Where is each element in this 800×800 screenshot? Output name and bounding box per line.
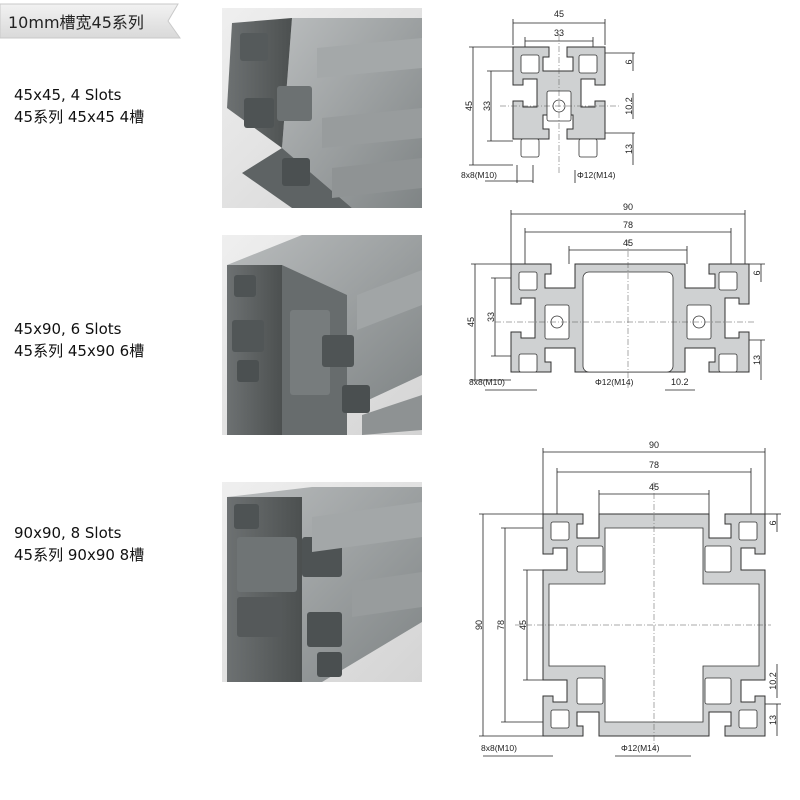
dim-center: 10.2 (671, 377, 689, 387)
dim-78-vertical: 78 (496, 620, 506, 630)
dim-slot-note: 8x8(M10) (469, 377, 505, 387)
dim-slot-note: 8x8(M10) (461, 170, 497, 180)
profile-label-45x45: 45x45, 4 Slots 45系列 45x45 4槽 (14, 84, 144, 128)
dim-inner-height: 33 (482, 101, 492, 111)
profile-label-90x90: 90x90, 8 Slots 45系列 90x90 8槽 (14, 522, 144, 566)
dim-height: 90 (474, 620, 484, 630)
dim-inner-width: 33 (554, 28, 564, 38)
dim-hole-note: Φ12(M14) (621, 743, 660, 753)
dim-slot-note: 8x8(M10) (481, 743, 517, 753)
profile-label-cn: 45系列 90x90 8槽 (14, 546, 145, 564)
dim-edge: 13 (752, 355, 762, 365)
dim-center: 10.2 (624, 97, 634, 115)
dim-height: 45 (466, 317, 476, 327)
dim-slot-depth: 6 (768, 520, 778, 525)
profile-label-en: 90x90, 8 Slots (14, 524, 122, 542)
dim-width: 90 (623, 202, 633, 212)
dim-center: 10.2 (768, 672, 778, 690)
dim-hole-note: Φ12(M14) (577, 170, 616, 180)
dim-slot-depth: 6 (752, 270, 762, 275)
profile-label-en: 45x90, 6 Slots (14, 320, 122, 338)
profile-label-45x90: 45x90, 6 Slots 45系列 45x90 6槽 (14, 318, 144, 362)
dim-45-vertical: 45 (518, 620, 528, 630)
drawing-45x90: 90 78 45 45 33 6 13 8x8(M10) Φ12(M14) 10… (455, 200, 785, 400)
profile-photo-45x45 (222, 8, 422, 208)
dim-78: 78 (623, 220, 633, 230)
series-header-tag: 10mm槽宽45系列 (0, 0, 185, 40)
dim-slot-depth: 6 (624, 59, 634, 64)
drawing-45x45: 45 33 45 33 6 10.2 13 8x8(M10) Φ12(M14) (455, 5, 645, 195)
dim-height: 45 (464, 101, 474, 111)
profile-photo-45x90 (222, 235, 422, 435)
dim-width: 45 (554, 9, 564, 19)
dim-width: 90 (649, 440, 659, 450)
dim-inner-height: 33 (486, 312, 496, 322)
dim-45: 45 (649, 482, 659, 492)
profile-label-cn: 45系列 45x90 6槽 (14, 342, 145, 360)
dim-hole-note: Φ12(M14) (595, 377, 634, 387)
profile-label-en: 45x45, 4 Slots (14, 86, 122, 104)
profile-label-cn: 45系列 45x45 4槽 (14, 108, 145, 126)
drawing-90x90: 90 78 45 90 78 45 6 10.2 13 8x8(M10) Φ12… (455, 438, 785, 773)
series-title: 10mm槽宽45系列 (8, 13, 144, 32)
dim-edge: 13 (768, 715, 778, 725)
dim-45: 45 (623, 238, 633, 248)
dim-78: 78 (649, 460, 659, 470)
profile-photo-90x90 (222, 482, 422, 682)
dim-edge: 13 (624, 144, 634, 154)
